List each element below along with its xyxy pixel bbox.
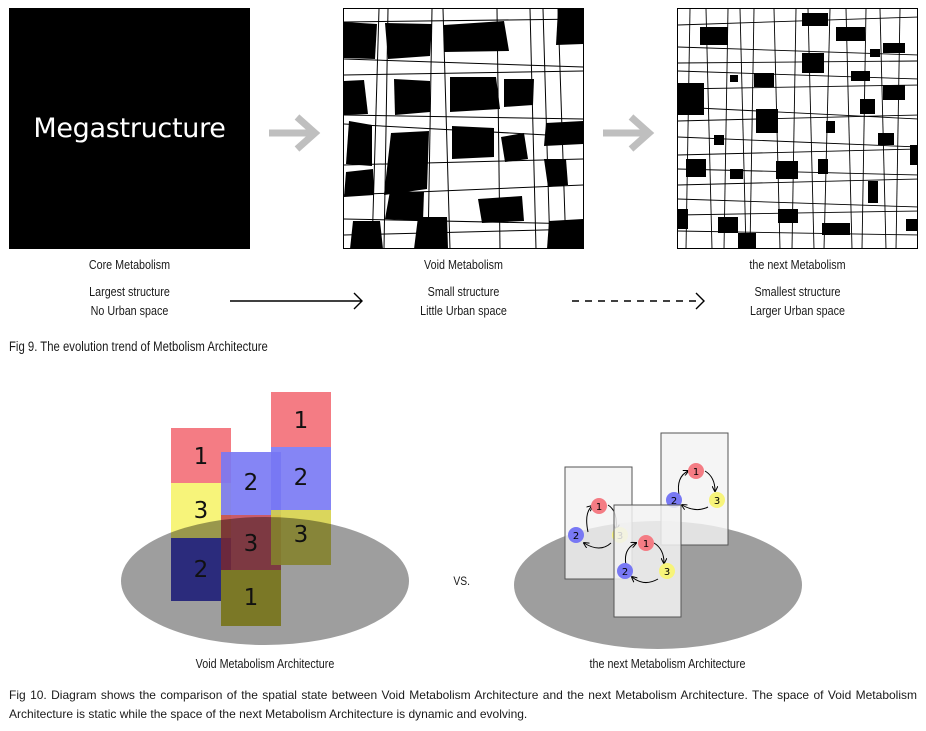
fig10-caption: Fig 10. Diagram shows the comparison of … <box>9 688 917 721</box>
vs-label: VS. <box>453 574 470 588</box>
node-label: 1 <box>596 502 602 513</box>
void-architecture-label: Void Metabolism Architecture <box>195 657 335 671</box>
block-label: 1 <box>244 585 259 611</box>
block-label: 1 <box>194 444 209 470</box>
block-3-yellow <box>221 570 281 626</box>
void-desc-1: Small structure <box>427 285 500 299</box>
block-label: 1 <box>294 408 309 434</box>
next-desc-1: Smallest structure <box>754 285 841 299</box>
dashed-arrow-icon <box>572 292 705 310</box>
megastructure-panel: Megastructure <box>9 8 250 249</box>
node-label: 1 <box>693 467 699 478</box>
fig9-caption: Fig 9. The evolution trend of Metbolism … <box>9 339 268 354</box>
void-metabolism-label: Void Metabolism <box>424 258 503 272</box>
node-label: 2 <box>671 496 677 507</box>
gray-arrow-2-icon <box>603 114 655 152</box>
block-label: 2 <box>294 465 309 491</box>
solid-arrow-icon <box>230 292 363 310</box>
block-label: 2 <box>244 470 259 496</box>
block-label: 3 <box>244 531 259 557</box>
void-architecture-diagram: 1 3 2 2 2 1 3 3 1 <box>121 392 409 645</box>
core-metabolism-label: Core Metabolism <box>88 258 171 272</box>
core-desc-2: No Urban space <box>90 304 169 318</box>
block-label: 3 <box>294 522 309 548</box>
void-grid-pattern <box>344 9 583 248</box>
gray-arrow-1-icon <box>269 114 321 152</box>
next-grid-pattern <box>678 9 917 248</box>
next-metabolism-panel <box>677 8 918 249</box>
node-label: 2 <box>622 567 628 578</box>
block-3-yellow <box>271 510 331 565</box>
megastructure-title: Megastructure <box>33 113 226 144</box>
next-architecture-label: the next Metabolism Architecture <box>589 657 746 671</box>
block-label: 2 <box>194 557 209 583</box>
node-label: 3 <box>714 496 720 507</box>
next-architecture-diagram: 1 2 3 1 2 3 1 2 3 <box>514 432 802 649</box>
block-label: 3 <box>194 498 209 524</box>
node-label: 3 <box>664 567 670 578</box>
core-desc-1: Largest structure <box>89 285 170 299</box>
block-2-blue <box>271 447 331 510</box>
node-label: 1 <box>643 539 649 550</box>
next-metabolism-label: the next Metabolism <box>749 258 846 272</box>
cycle-panel: 1 2 3 <box>613 504 682 618</box>
node-label: 2 <box>573 531 579 542</box>
block-1-red <box>271 392 331 447</box>
next-desc-2: Larger Urban space <box>749 304 846 318</box>
void-desc-2: Little Urban space <box>420 304 507 318</box>
void-metabolism-panel <box>343 8 584 249</box>
